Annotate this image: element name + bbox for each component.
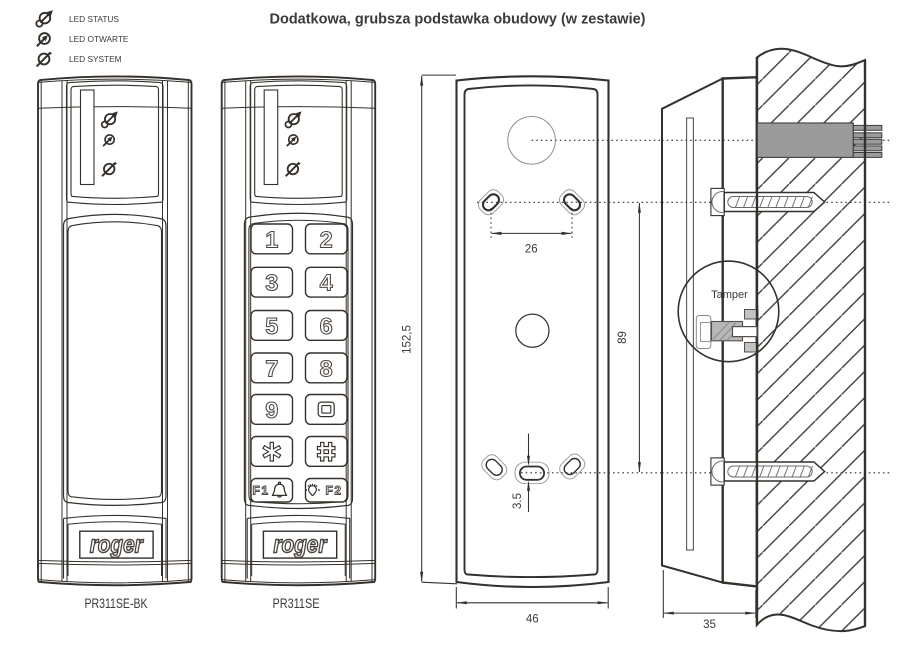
svg-text:2: 2 [320,226,333,252]
svg-text:6: 6 [320,313,333,339]
svg-text:roger: roger [90,531,144,558]
svg-text:35: 35 [703,619,716,631]
svg-text:PR311SE: PR311SE [273,596,320,611]
svg-text:F1: F1 [252,484,269,498]
svg-text:7: 7 [265,355,278,381]
svg-text:9: 9 [265,397,278,423]
svg-text:F2: F2 [325,484,342,498]
svg-text:5: 5 [265,313,278,339]
svg-text:46: 46 [526,614,539,626]
svg-text:3: 3 [265,270,278,296]
svg-text:3.5: 3.5 [512,493,524,509]
svg-text:4: 4 [320,270,333,296]
svg-text:1: 1 [265,226,278,252]
svg-text:Dodatkowa, grubsza podstawka o: Dodatkowa, grubsza podstawka obudowy (w … [270,11,646,28]
svg-text:89: 89 [617,331,629,344]
svg-text:PR311SE-BK: PR311SE-BK [85,596,148,611]
svg-text:LED STATUS: LED STATUS [69,14,119,24]
svg-text:roger: roger [273,531,327,558]
svg-text:8: 8 [320,355,333,381]
svg-text:LED SYSTEM: LED SYSTEM [69,54,122,64]
svg-text:Tamper: Tamper [711,289,748,301]
svg-text:LED OTWARTE: LED OTWARTE [69,34,129,44]
svg-text:26: 26 [525,244,538,256]
svg-text:152,5: 152,5 [402,325,414,354]
